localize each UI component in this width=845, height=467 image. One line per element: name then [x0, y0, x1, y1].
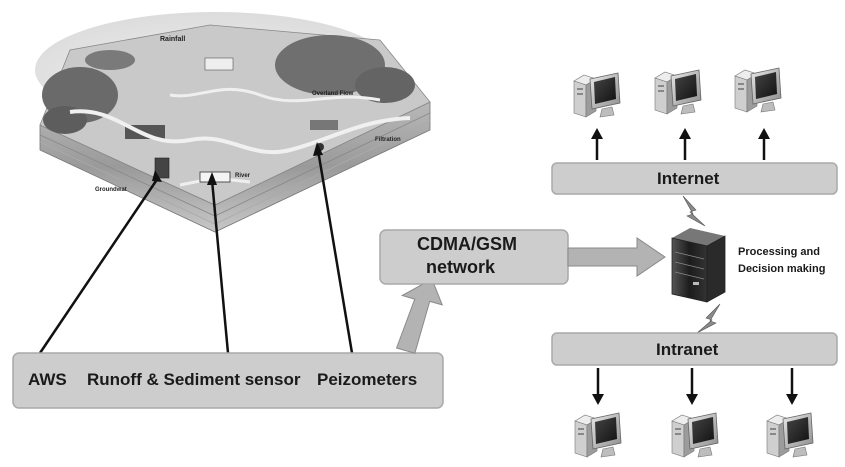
- landscape-illustration: [35, 12, 431, 233]
- aws-label: AWS: [28, 370, 67, 389]
- network-label-line1: CDMA/GSM: [417, 234, 517, 254]
- intranet-computer-icon-2: [671, 412, 719, 458]
- internet-computer-icon-1: [573, 72, 621, 118]
- groundwater-label: Groundwat: [95, 187, 127, 193]
- intranet-box: [551, 332, 838, 366]
- internet-box: [551, 162, 838, 195]
- internet-computer-icon-3: [734, 67, 782, 113]
- river: [69, 109, 411, 155]
- network-label-line2: network: [426, 257, 496, 277]
- server-icon: [671, 228, 726, 303]
- river-label: River: [235, 173, 251, 179]
- intranet-computer-icon-1: [574, 412, 622, 458]
- intranet-computer-icon-3: [766, 412, 814, 458]
- processing-label-line2: Decision making: [738, 263, 826, 275]
- aws-connector-line: [38, 177, 160, 354]
- farm-houses: [204, 57, 234, 71]
- intranet-label: Intranet: [656, 340, 719, 359]
- internet-link-bolt-icon: [682, 195, 706, 227]
- sensors-to-network-arrow: [395, 278, 444, 354]
- overland-flow-label: Overland Flow: [312, 91, 354, 97]
- peizometers-label: Peizometers: [317, 370, 418, 389]
- runoff-connector-line: [210, 179, 230, 354]
- rainfall-label: Rainfall: [160, 36, 185, 43]
- aws-station-icon: [154, 157, 170, 179]
- intranet-link-bolt-icon: [696, 303, 721, 334]
- sensors-box: [12, 352, 444, 409]
- internet-computer-icon-2: [654, 69, 702, 115]
- internet-label: Internet: [657, 169, 720, 188]
- runoff-sediment-sensor-label: Runoff & Sediment sensor: [87, 370, 301, 389]
- filtration-label: Filtration: [375, 137, 401, 143]
- processing-label-line1: Processing and: [738, 246, 820, 258]
- network-to-server-arrow: [567, 237, 666, 277]
- peizometer-connector-line: [316, 149, 354, 354]
